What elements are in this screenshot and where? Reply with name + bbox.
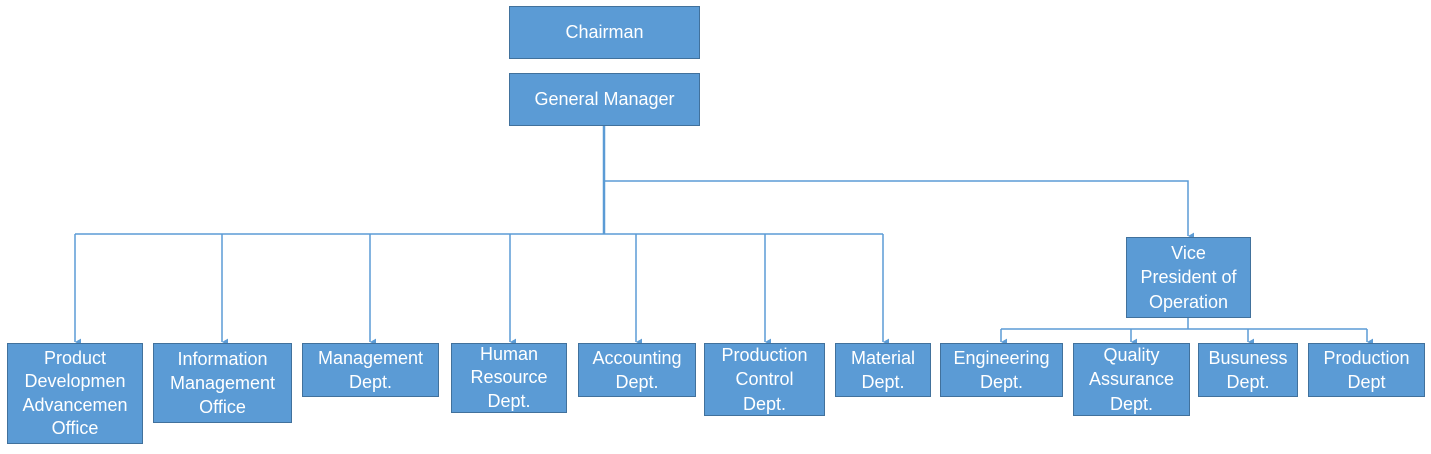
- vice-president-box: Vice President of Operation: [1126, 237, 1251, 318]
- busuness-dept-box: Busuness Dept.: [1198, 343, 1298, 397]
- dept-line: Accounting: [592, 347, 682, 368]
- general-manager-box: General Manager: [509, 73, 700, 126]
- dept-line: Dept.: [615, 372, 659, 392]
- information-management-office-box: Information Management Office: [153, 343, 292, 423]
- vp-line-3: Operation: [1148, 291, 1229, 312]
- dept-line: Dept.: [742, 393, 787, 414]
- quality-assurance-dept-box: Quality Assurance Dept.: [1073, 343, 1190, 416]
- dept-line: Material: [850, 347, 916, 368]
- general-manager-label: General Manager: [534, 89, 675, 110]
- management-dept-box: Management Dept.: [302, 343, 439, 397]
- dept-line: Human: [479, 343, 538, 364]
- dept-line: Advancemen: [22, 394, 128, 415]
- production-control-dept-box: Production Control Dept.: [704, 343, 825, 416]
- chairman-label: Chairman: [565, 22, 644, 43]
- dept-line: Management: [317, 347, 424, 368]
- dept-line: Control: [735, 369, 794, 390]
- vp-connector: [604, 180, 1188, 236]
- dept-line: Information: [177, 348, 268, 369]
- dept-line: Quality: [1103, 345, 1160, 366]
- dept-line: Office: [51, 417, 99, 438]
- vp-line-1: Vice: [1171, 243, 1206, 264]
- dept-line: Dept: [1347, 372, 1386, 392]
- dept-line: Dept.: [1226, 372, 1270, 392]
- dept-line: Office: [199, 397, 246, 418]
- dept-line: Production: [721, 345, 808, 366]
- product-development-office-box: Product Developmen Advancemen Office: [7, 343, 143, 444]
- vp-line-2: President of: [1140, 267, 1237, 288]
- engineering-dept-box: Engineering Dept.: [940, 343, 1063, 397]
- chairman-box: Chairman: [509, 6, 700, 59]
- dept-line: Engineering: [953, 347, 1050, 368]
- dept-line: Assurance: [1088, 369, 1175, 390]
- dept-line: Busuness: [1208, 347, 1288, 368]
- dept-line: Developmen: [24, 371, 126, 392]
- accounting-dept-box: Accounting Dept.: [578, 343, 696, 397]
- dept-line: Production: [1323, 347, 1410, 368]
- dept-line: Resource: [470, 367, 548, 388]
- dept-line: Dept.: [487, 390, 531, 411]
- dept-line: Dept.: [861, 372, 905, 392]
- dept-line: Management: [169, 372, 276, 393]
- production-dept-box: Production Dept: [1308, 343, 1425, 397]
- dept-line: Dept.: [348, 372, 392, 392]
- dept-line: Dept.: [979, 372, 1023, 392]
- dept-line: Dept.: [1109, 393, 1153, 414]
- human-resource-dept-box: Human Resource Dept.: [451, 343, 567, 413]
- dept-line: Product: [43, 348, 107, 369]
- material-dept-box: Material Dept.: [835, 343, 931, 397]
